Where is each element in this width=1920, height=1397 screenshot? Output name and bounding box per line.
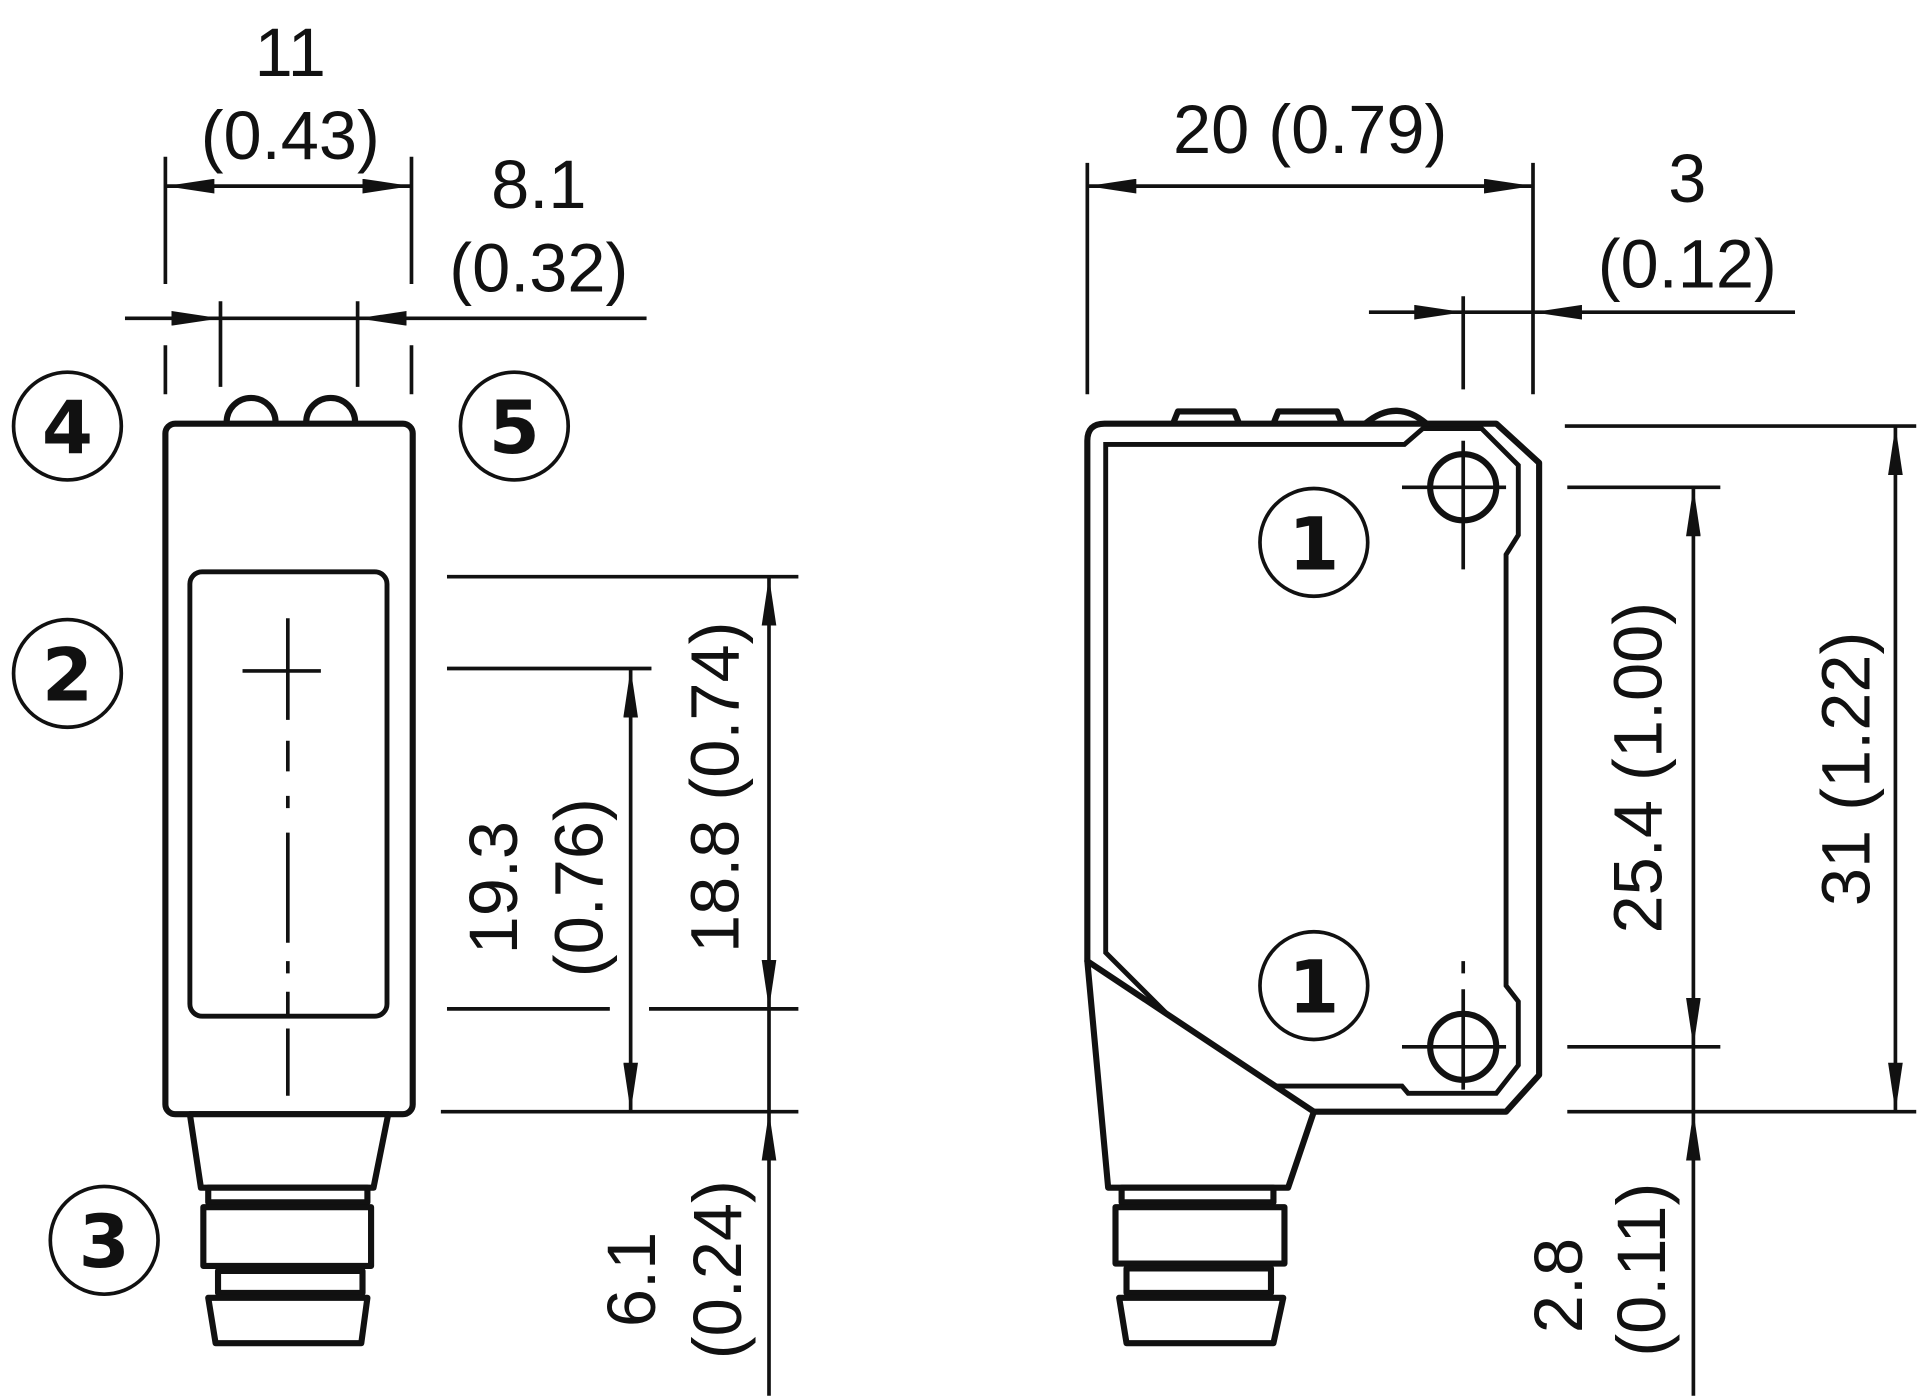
dim-6-1: 6.1 bbox=[593, 1232, 670, 1327]
callout-3: 3 bbox=[48, 1184, 160, 1296]
side-view bbox=[1084, 407, 1543, 1347]
dim-2-8-inch: (0.11) bbox=[1603, 1183, 1680, 1357]
callout-2: 2 bbox=[11, 617, 124, 730]
dimension-lines-left bbox=[124, 156, 799, 1396]
front-view bbox=[162, 394, 416, 1347]
callout-4: 4 bbox=[11, 370, 124, 482]
dimension-lines-right bbox=[1085, 162, 1917, 1396]
dim-2-8: 2.8 bbox=[1520, 1238, 1597, 1333]
callout-1-bottom: 1 bbox=[1258, 929, 1370, 1042]
mounting-hole-top-icon bbox=[1401, 440, 1507, 570]
dim-18-8: 18.8 (0.74) bbox=[676, 622, 753, 954]
svg-text:5: 5 bbox=[489, 386, 540, 471]
dim-19-3-inch: (0.76) bbox=[540, 798, 617, 977]
dim-3: 3 bbox=[1668, 140, 1706, 217]
callout-5: 5 bbox=[458, 370, 571, 482]
dim-25-4: 25.4 (1.00) bbox=[1600, 602, 1677, 934]
svg-text:3: 3 bbox=[79, 1200, 130, 1285]
dim-31: 31 (1.22) bbox=[1808, 632, 1885, 906]
dim-6-1-inch: (0.24) bbox=[679, 1180, 756, 1359]
dim-20: 20 (0.79) bbox=[1173, 91, 1447, 168]
callout-1-top: 1 bbox=[1258, 486, 1370, 599]
svg-text:1: 1 bbox=[1288, 502, 1339, 587]
svg-text:4: 4 bbox=[42, 386, 93, 471]
dim-11: 11 bbox=[255, 14, 326, 91]
svg-text:1: 1 bbox=[1288, 946, 1339, 1031]
dim-8-1: 8.1 bbox=[491, 146, 586, 223]
mounting-hole-bottom-icon bbox=[1401, 961, 1507, 1090]
svg-text:2: 2 bbox=[42, 633, 93, 718]
dim-19-3: 19.3 bbox=[455, 821, 532, 954]
dim-11-inch: (0.43) bbox=[201, 97, 380, 174]
dim-8-1-inch: (0.32) bbox=[449, 229, 628, 306]
dim-3-inch: (0.12) bbox=[1598, 226, 1777, 303]
